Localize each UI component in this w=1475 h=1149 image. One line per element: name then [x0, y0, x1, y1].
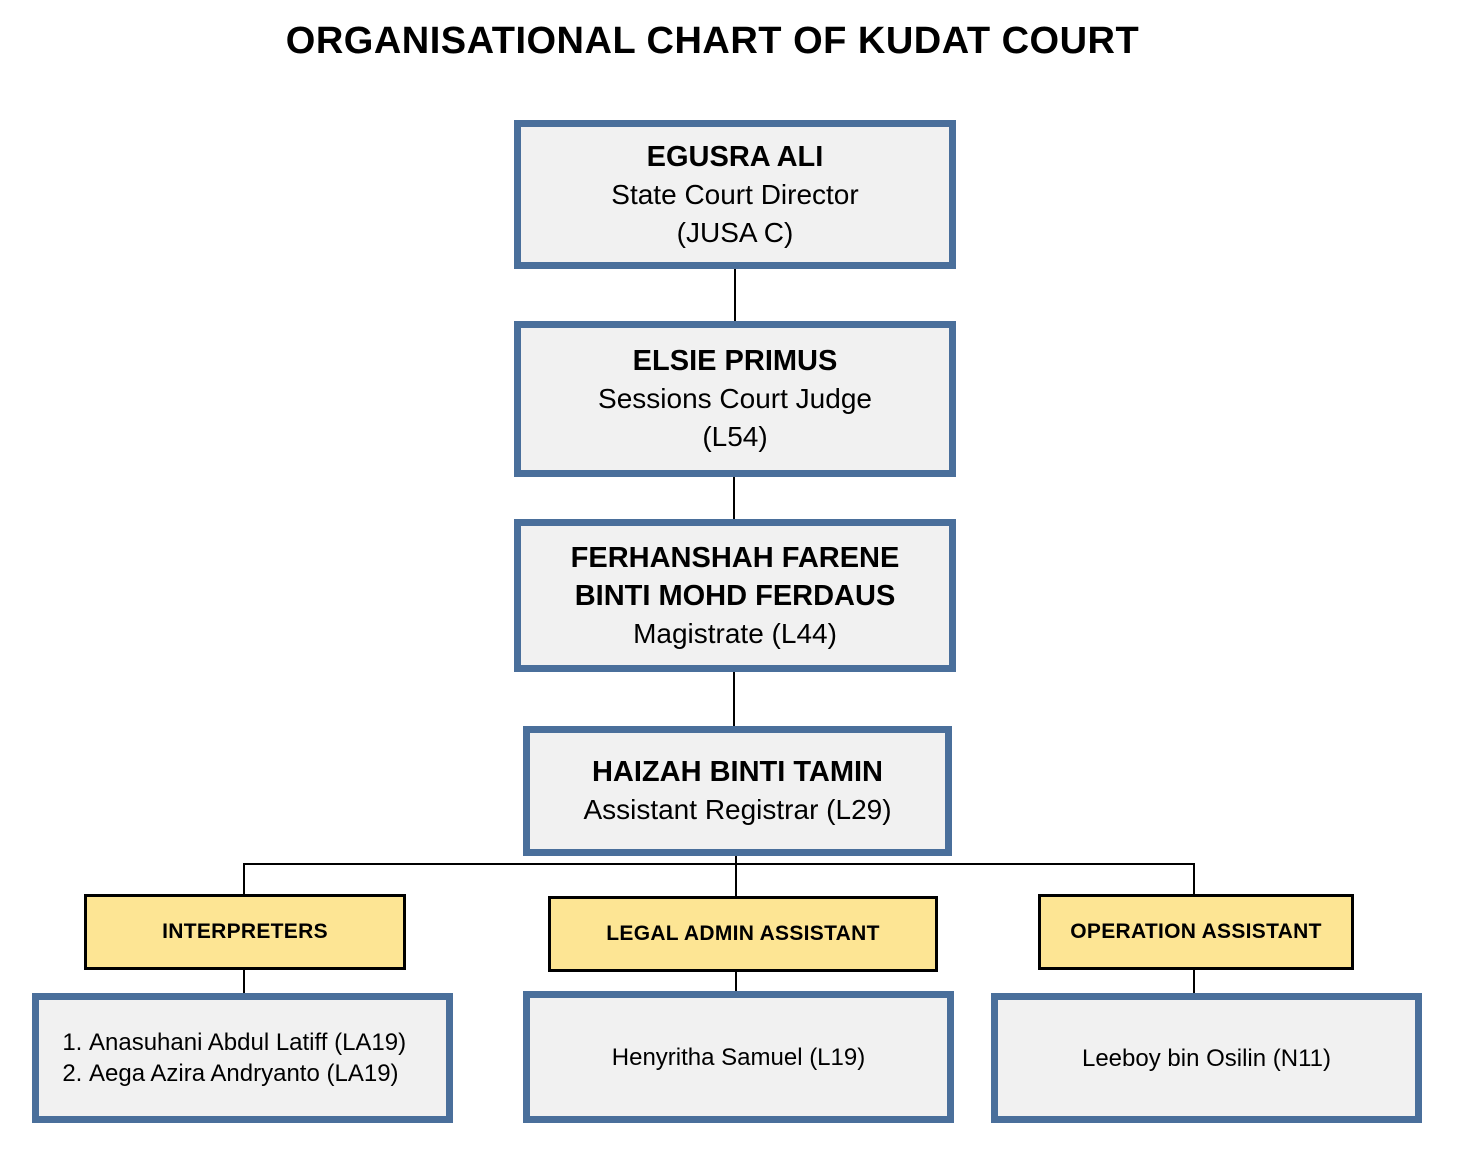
director-role: State Court Director: [611, 178, 859, 210]
staff-box-operation: Leeboy bin Osilin (N11): [991, 993, 1422, 1123]
registrar-name: HAIZAH BINTI TAMIN: [591, 756, 884, 788]
connector-branch-legal-admin: [735, 863, 737, 899]
legal-admin-staff: Henyritha Samuel (L19): [611, 1043, 866, 1071]
interpreters-staff-list: Anasuhani Abdul Latiff (LA19) Aega Azira…: [39, 1027, 446, 1089]
connector-branch-operation: [1193, 863, 1195, 897]
connector-branch-interpreters: [243, 863, 245, 897]
unit-heading-operation: OPERATION ASSISTANT: [1038, 894, 1354, 970]
director-box: EGUSRA ALI State Court Director (JUSA C): [514, 120, 956, 269]
connector-judge-magistrate: [733, 474, 735, 522]
staff-box-legal-admin: Henyritha Samuel (L19): [523, 991, 954, 1123]
judge-role: Sessions Court Judge: [598, 383, 872, 414]
list-item: Aega Azira Andryanto (LA19): [89, 1058, 446, 1089]
staff-box-interpreters: Anasuhani Abdul Latiff (LA19) Aega Azira…: [32, 993, 453, 1123]
unit-heading-interpreters: INTERPRETERS: [84, 894, 406, 970]
connector-legal-admin-staff: [735, 969, 737, 995]
magistrate-name-line2: BINTI MOHD FERDAUS: [574, 579, 896, 612]
connector-magistrate-registrar: [733, 669, 735, 729]
director-grade: (JUSA C): [676, 216, 794, 248]
unit-heading-legal-admin: LEGAL ADMIN ASSISTANT: [548, 896, 938, 972]
list-item: Anasuhani Abdul Latiff (LA19): [89, 1027, 446, 1058]
judge-grade: (L54): [702, 421, 768, 452]
chart-title: ORGANISATIONAL CHART OF KUDAT COURT: [285, 20, 1140, 62]
magistrate-name-line1: FERHANSHAH FARENE: [570, 541, 900, 574]
connector-interpreters-staff: [243, 967, 245, 997]
connector-director-judge: [734, 266, 736, 324]
magistrate-role: Magistrate (L44): [633, 617, 837, 649]
operation-staff: Leeboy bin Osilin (N11): [1081, 1044, 1331, 1072]
registrar-role: Assistant Registrar (L29): [583, 794, 892, 825]
connector-branch-horizontal: [243, 863, 1195, 865]
connector-registrar-branch: [735, 853, 737, 865]
registrar-box: HAIZAH BINTI TAMIN Assistant Registrar (…: [523, 726, 952, 856]
connector-operation-staff: [1193, 967, 1195, 997]
magistrate-box: FERHANSHAH FARENE BINTI MOHD FERDAUS Mag…: [514, 519, 956, 672]
judge-box: ELSIE PRIMUS Sessions Court Judge (L54): [514, 321, 956, 477]
director-name: EGUSRA ALI: [646, 140, 824, 173]
judge-name: ELSIE PRIMUS: [632, 345, 838, 377]
